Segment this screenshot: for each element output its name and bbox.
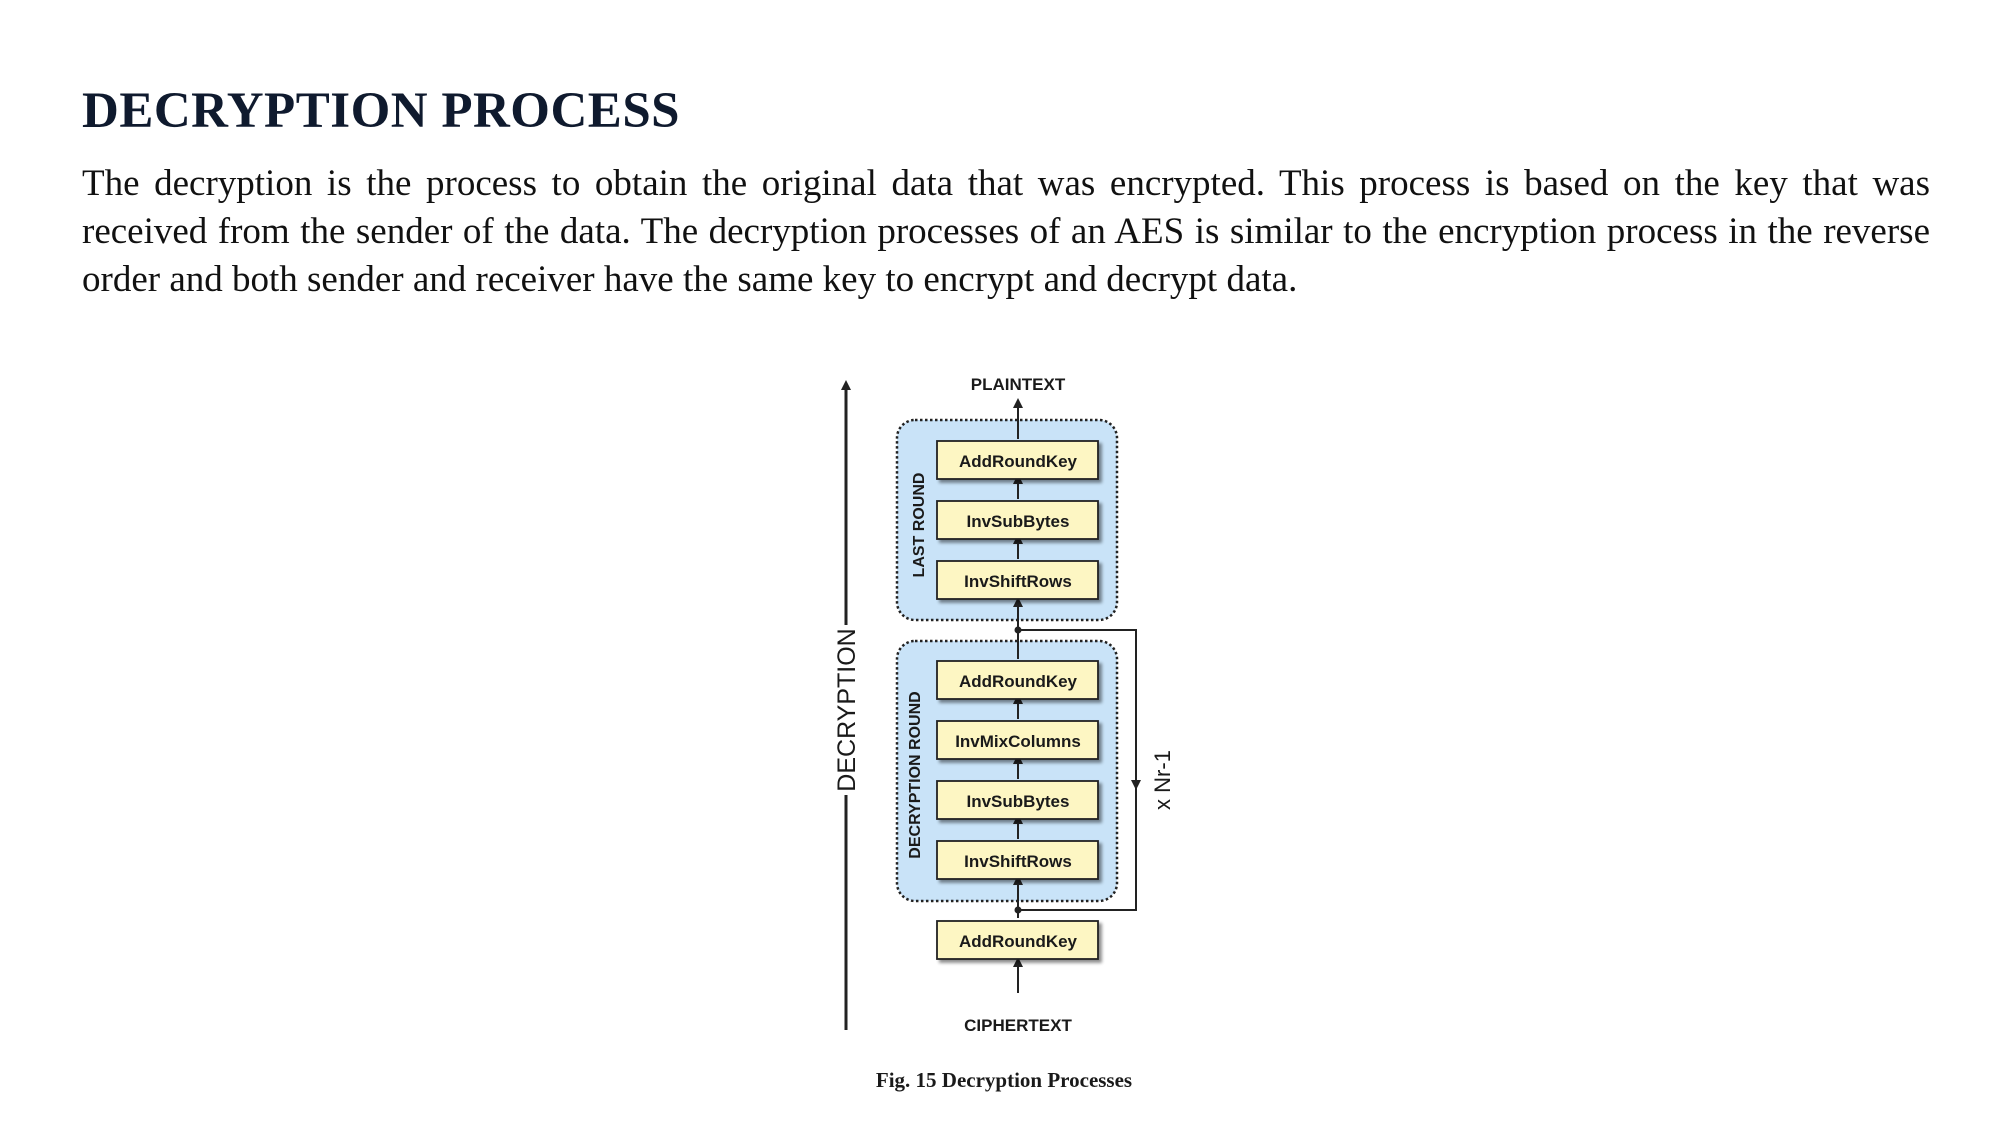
step-label: AddRoundKey (959, 932, 1078, 951)
step-box-round-addroundkey (936, 660, 1099, 700)
step-label: InvShiftRows (964, 852, 1072, 871)
ciphertext-label: CIPHERTEXT (964, 1016, 1072, 1035)
last-round-label: LAST ROUND (911, 473, 928, 578)
step-label: AddRoundKey (959, 452, 1078, 471)
step-label: InvShiftRows (964, 572, 1072, 591)
step-label: AddRoundKey (959, 672, 1078, 691)
step-label: InvSubBytes (967, 512, 1070, 531)
side-label-decryption: DECRYPTION (833, 628, 861, 791)
step-box-round-invmixcolumns (936, 720, 1099, 760)
step-label: InvSubBytes (967, 792, 1070, 811)
plaintext-label: PLAINTEXT (971, 375, 1066, 394)
figure-caption: Fig. 15 Decryption Processes (875, 1068, 1133, 1092)
step-box-last-invshiftrows (936, 560, 1099, 600)
step-box-round-invshiftrows (936, 840, 1099, 880)
decryption-round-group (895, 639, 1119, 903)
step-box-last-invsubbytes (936, 500, 1099, 540)
step-label: InvMixColumns (955, 732, 1081, 751)
body-paragraph: The decryption is the process to obtain … (82, 163, 1930, 300)
step-box-initial-addroundkey (936, 920, 1099, 960)
page-title: DECRYPTION PROCESS (82, 83, 681, 139)
decryption-round-label: DECRYPTION ROUND (907, 691, 924, 858)
step-box-last-addroundkey (936, 440, 1099, 480)
step-box-round-invsubbytes (936, 780, 1099, 820)
repeat-count-label: x Nr-1 (1150, 750, 1175, 810)
